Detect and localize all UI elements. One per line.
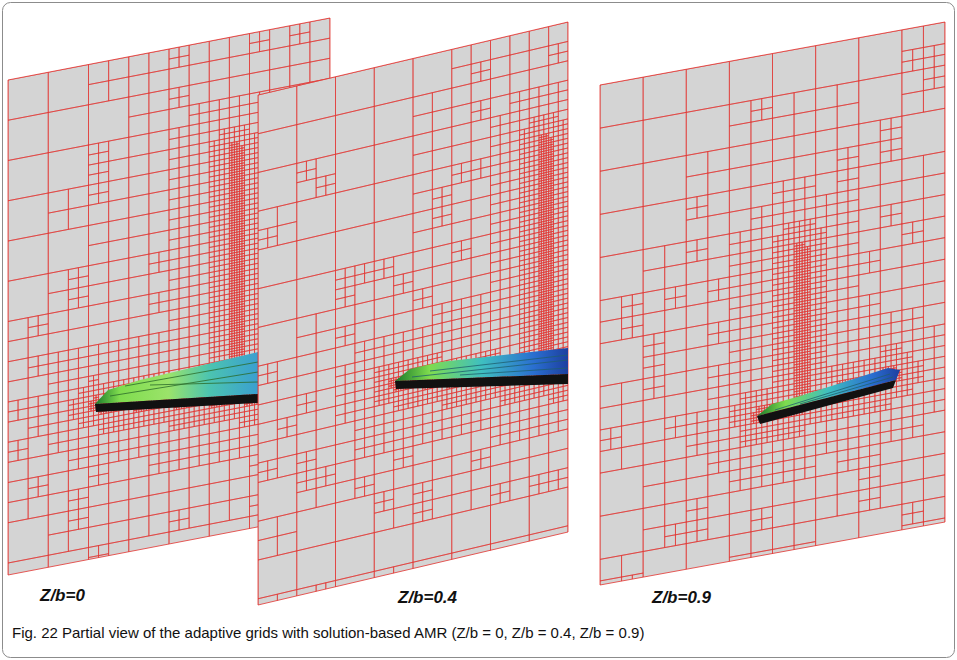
wing-section <box>395 348 568 389</box>
section-label: Z/b=0 <box>40 586 85 606</box>
grid-plane <box>600 22 945 660</box>
grid-plane <box>258 22 568 660</box>
section-label: Z/b=0.9 <box>652 588 711 608</box>
wing-section <box>757 368 900 424</box>
figure-frame <box>3 3 955 658</box>
section-label: Z/b=0.4 <box>398 588 457 608</box>
wing-section <box>95 352 258 412</box>
figure-caption: Fig. 22 Partial view of the adaptive gri… <box>12 624 644 641</box>
